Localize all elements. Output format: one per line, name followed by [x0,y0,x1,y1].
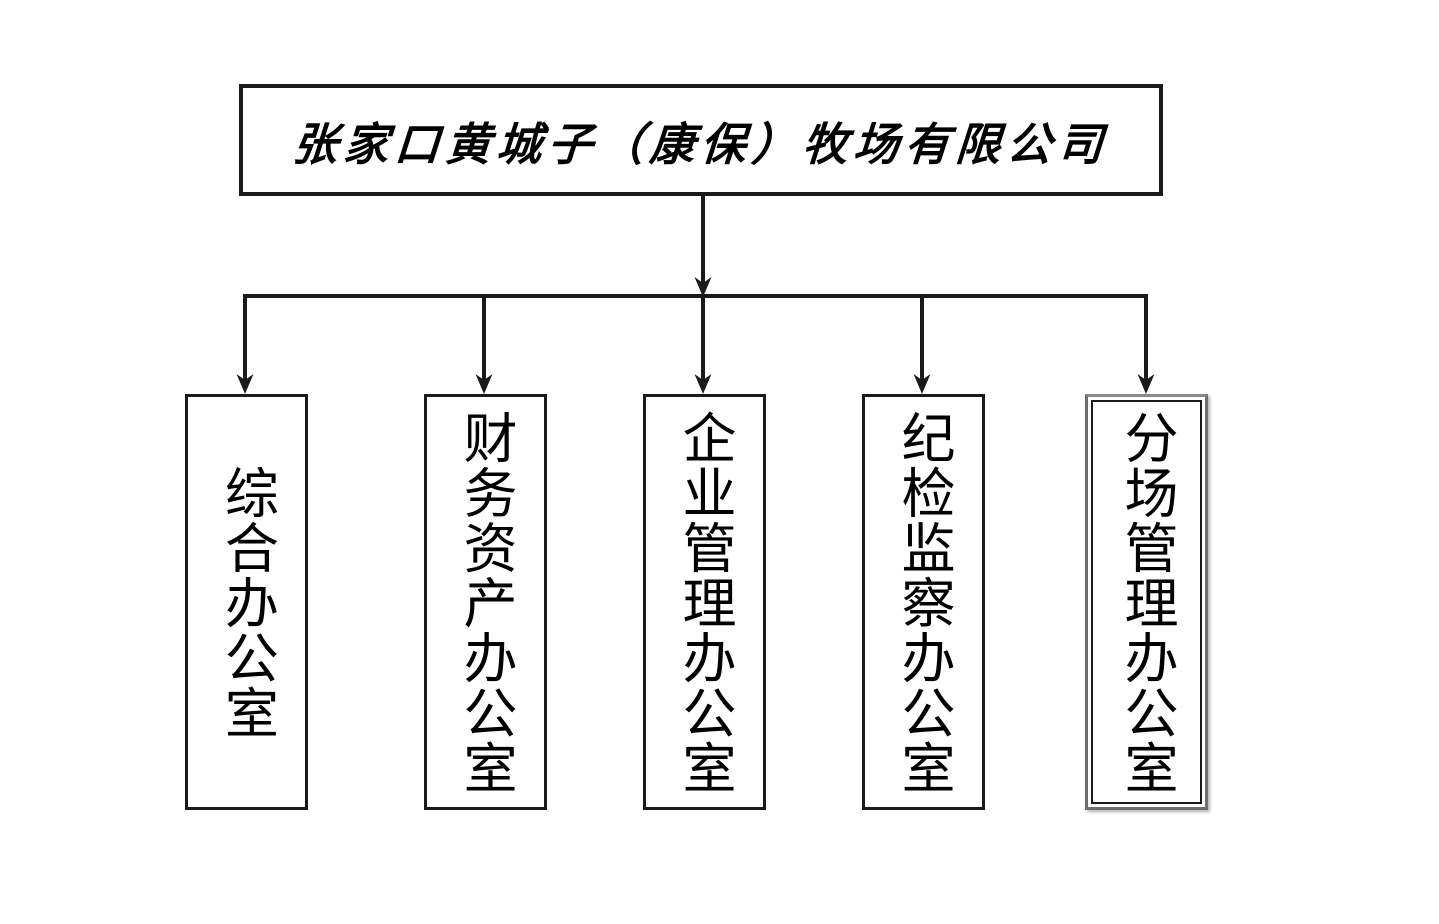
child-node-3-label: 企业管理办公室 [673,409,737,795]
child-node-3-inner: 企业管理办公室 [649,400,760,804]
child-node-5: 分场管理办公室 [1085,394,1208,810]
drop-connector-5 [1137,296,1155,394]
drop-connector-1 [236,296,254,394]
child-node-3: 企业管理办公室 [643,394,766,810]
child-node-2-label: 财务资产办公室 [454,409,518,795]
child-node-4-inner: 纪检监察办公室 [868,400,979,804]
child-node-2-inner: 财务资产办公室 [430,400,541,804]
child-node-4: 纪检监察办公室 [862,394,985,810]
child-node-4-label: 纪检监察办公室 [892,409,956,795]
child-node-5-label: 分场管理办公室 [1115,409,1179,795]
child-node-5-inner: 分场管理办公室 [1091,400,1202,804]
child-node-2: 财务资产办公室 [424,394,547,810]
child-node-1: 综合办公室 [185,394,308,810]
root-node-company: 张家口黄城子（康保）牧场有限公司 [239,84,1163,196]
drop-connector-4 [913,296,931,394]
root-node-label: 张家口黄城子（康保）牧场有限公司 [290,117,1111,171]
child-node-1-inner: 综合办公室 [191,400,302,804]
drop-connector-2 [475,296,493,394]
drop-connector-3 [694,296,712,394]
trunk-connector [694,196,712,297]
child-node-1-label: 综合办公室 [215,464,279,740]
